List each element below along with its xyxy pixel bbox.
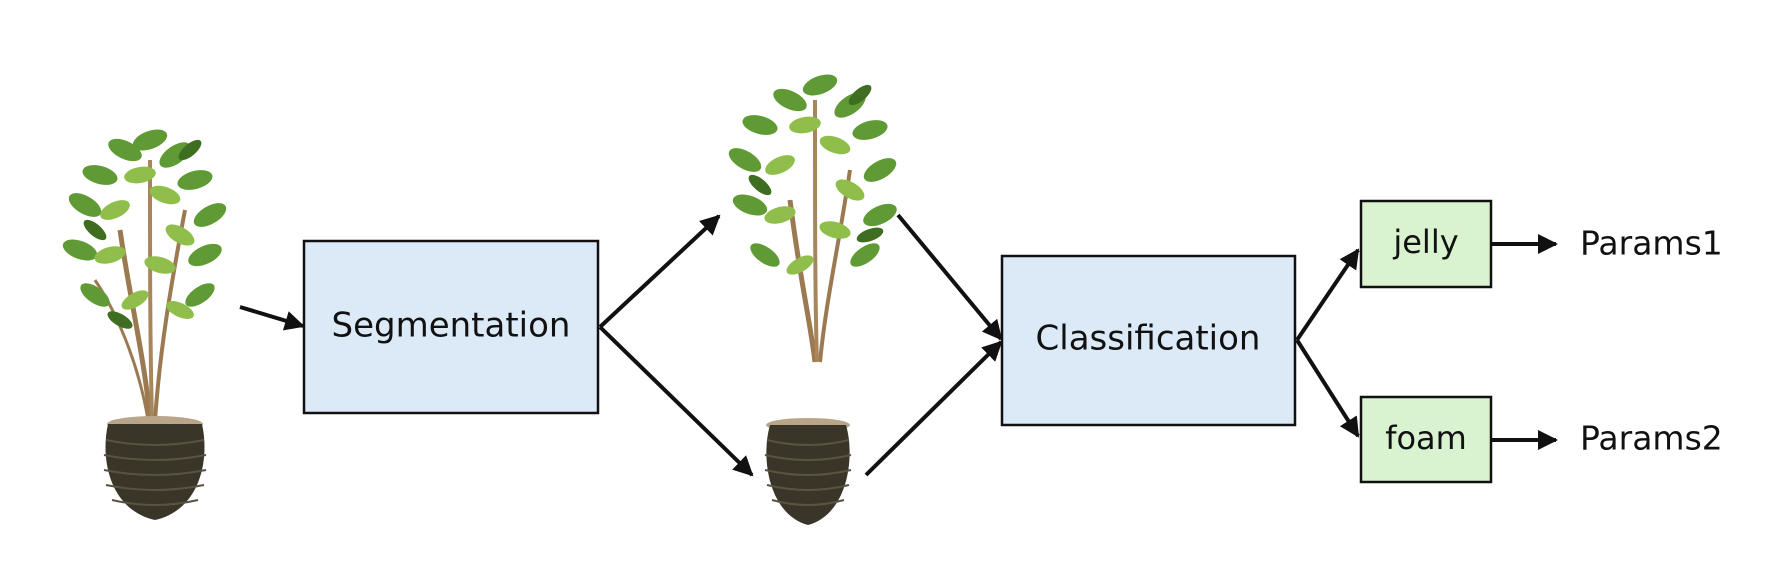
arrow-segmentation-to-pot xyxy=(598,325,754,477)
foam-label: foam xyxy=(1385,419,1467,457)
params2-label: Params2 xyxy=(1580,419,1723,458)
segmentation-box: Segmentation xyxy=(302,239,600,415)
pot-icon xyxy=(764,418,852,525)
classification-label: Classification xyxy=(1036,319,1261,359)
arrow-pot-to-classification xyxy=(864,340,1003,477)
params1-label: Params1 xyxy=(1580,224,1723,263)
segmentation-label: Segmentation xyxy=(332,306,571,346)
plant-foliage-icon xyxy=(728,74,897,363)
jelly-label: jelly xyxy=(1392,223,1458,261)
arrow-foliage-to-classification xyxy=(896,213,1003,341)
arrow-classification-to-jelly xyxy=(1295,248,1360,342)
potted-plant-icon xyxy=(62,129,227,520)
arrow-segmentation-to-foliage xyxy=(598,214,721,329)
arrow-input-to-segmentation xyxy=(239,305,305,331)
jelly-box: jelly xyxy=(1359,199,1493,289)
classification-box: Classification xyxy=(1000,254,1297,427)
arrow-classification-to-foam xyxy=(1295,338,1360,438)
foam-box: foam xyxy=(1359,395,1493,484)
